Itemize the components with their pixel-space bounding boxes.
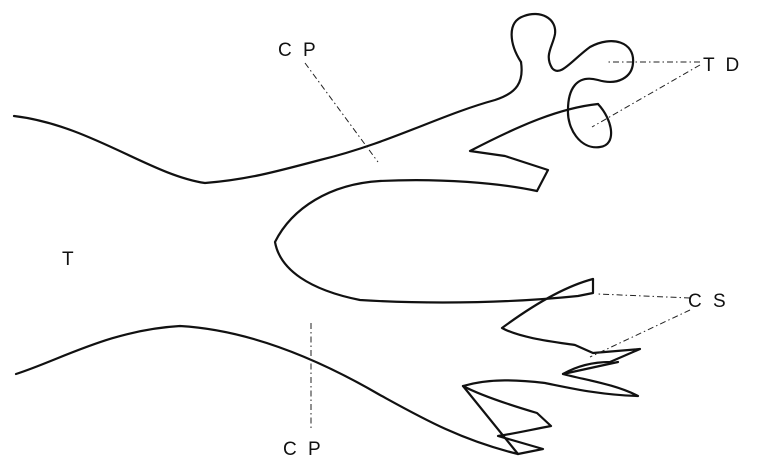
label-t: T [62,249,77,270]
cell-lower-contour [16,279,640,454]
label-td: T D [703,55,742,76]
leader-cp-top [305,63,378,162]
upper-process-return [470,104,598,191]
label-cs: C S [688,291,729,312]
leader-cs-upper [598,294,690,298]
cell-inner-notch [275,180,593,302]
terminal-dilation [512,14,633,147]
cell-upper-contour [14,62,522,183]
lower-projection-tips [463,362,618,454]
label-cp-top: C P [278,40,319,61]
label-cp-bottom: C P [283,439,324,460]
